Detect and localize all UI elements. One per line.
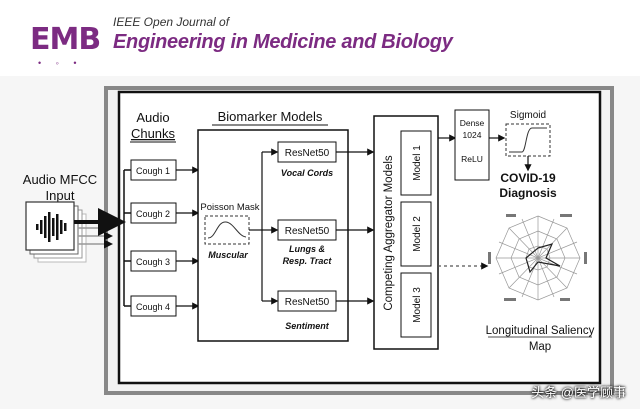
resnet-to-aggregator-arrows	[336, 148, 375, 305]
model-label: Model 3	[412, 287, 423, 323]
sigmoid-box	[505, 123, 551, 157]
audio-chunks-title-line1: Audio	[136, 110, 169, 125]
sigmoid-label: Sigmoid	[510, 110, 546, 121]
resnet-label: ResNet50	[285, 226, 330, 237]
audio-chunks-title-line2: Chunks	[131, 126, 176, 141]
saliency-shape	[525, 243, 561, 274]
aggregator-title: Competing Aggregator Models	[383, 155, 395, 311]
input-label-line1: Audio MFCC	[23, 172, 97, 187]
watermark: 头条 @医学顾事	[531, 385, 626, 400]
model-box	[400, 201, 432, 267]
poisson-mask-label: Poisson Mask	[200, 202, 259, 213]
saliency-radar	[495, 215, 581, 301]
poisson-mask-box	[204, 215, 250, 245]
resnet-caption: Resp. Tract	[283, 256, 333, 266]
model-box	[400, 272, 432, 338]
dense-size: 1024	[463, 130, 482, 140]
cough-label: Cough 1	[136, 166, 170, 176]
model-architecture-diagram: Audio MFCC Input Audio Chunks Cough 1	[23, 86, 614, 395]
dense-label: Dense	[460, 118, 485, 128]
saliency-axis-ticks	[488, 214, 587, 301]
cough-label: Cough 4	[136, 302, 170, 312]
dense-activation: ReLU	[461, 154, 483, 164]
resnet-caption: Sentiment	[285, 321, 330, 331]
resnet-label: ResNet50	[285, 148, 330, 159]
waveform-icon	[36, 212, 67, 242]
cough-label: Cough 3	[136, 257, 170, 267]
sigmoid-curve	[509, 127, 547, 153]
journal-subtitle: IEEE Open Journal of	[113, 15, 230, 29]
dense-box	[454, 109, 490, 181]
cough-label: Cough 2	[136, 209, 170, 219]
diagnosis-line2: Diagnosis	[499, 186, 557, 200]
saliency-title-line2: Map	[529, 341, 551, 353]
saliency-title-line1: Longitudinal Saliency	[486, 325, 595, 337]
logo-text: EMB	[30, 22, 101, 57]
resnet-label: ResNet50	[285, 297, 330, 308]
model-label: Model 2	[412, 216, 423, 252]
resnet-caption: Lungs &	[289, 244, 325, 254]
resnet-branch-lines	[249, 148, 279, 305]
journal-header: EMB • ◦ • IEEE Open Journal of Engineeri…	[0, 0, 640, 76]
poisson-curve	[207, 221, 247, 239]
logo-decoration: • ◦ •	[38, 58, 83, 68]
cough-to-biomarker-arrows	[176, 166, 200, 310]
muscular-label: Muscular	[208, 250, 248, 260]
diagnosis-line1: COVID-19	[500, 171, 556, 185]
input-label-line2: Input	[46, 188, 75, 203]
model-label: Model 1	[412, 145, 423, 181]
model-box	[400, 130, 432, 196]
biomarker-title: Biomarker Models	[218, 109, 323, 124]
resnet-caption: Vocal Cords	[281, 168, 333, 178]
emb-logo: EMB • ◦ •	[30, 14, 101, 68]
journal-title: Engineering in Medicine and Biology	[113, 31, 453, 53]
